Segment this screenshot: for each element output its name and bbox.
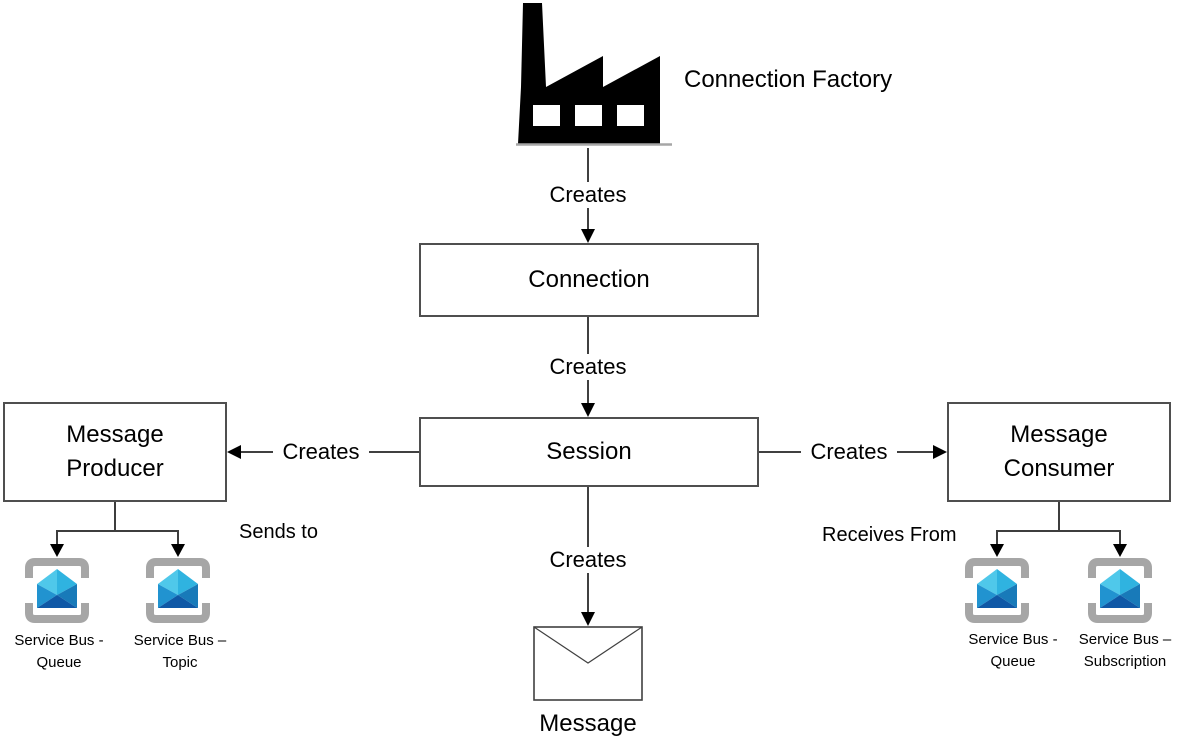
connection-factory-label: Connection Factory — [684, 66, 893, 93]
consumer-queue-label-line2: Queue — [990, 653, 1036, 670]
sb-face-bottom — [1100, 595, 1140, 608]
producer-queue-label-line1: Service Bus - — [14, 632, 104, 649]
arrowhead-connection-to-session — [581, 403, 595, 417]
session-box-label: Session — [546, 438, 632, 465]
sb-face-mid-left — [1100, 584, 1120, 608]
consumer-subscription-label-line1: Service Bus – — [1078, 631, 1172, 648]
message-label: Message — [539, 710, 637, 737]
service-bus-topic-icon — [146, 558, 210, 623]
sb-face-top-left — [158, 569, 178, 595]
creates-label-consumer: Creates — [801, 439, 897, 465]
consumer-queue-label-line1: Service Bus - — [968, 631, 1058, 648]
arrowhead-session-to-consumer — [933, 445, 947, 459]
connection-box-label: Connection — [528, 266, 650, 293]
sb-face-bottom — [977, 595, 1017, 608]
producer-topic-label: Service Bus – Topic — [125, 630, 235, 674]
bracket-bottom — [1088, 603, 1152, 623]
sb-face-mid-right — [178, 584, 198, 608]
message-consumer-box: Message Consumer — [947, 402, 1171, 502]
receives-from-label: Receives From — [822, 524, 957, 546]
message-producer-label: Message Producer — [66, 421, 164, 482]
factory-window — [533, 105, 560, 126]
bracket-top — [25, 558, 89, 578]
consumer-subscription-label: Service Bus – Subscription — [1063, 629, 1181, 673]
producer-queue-label-line2: Queue — [36, 654, 82, 671]
sb-face-top-right — [57, 569, 77, 595]
factory-window — [617, 105, 644, 126]
bracket-bottom — [25, 603, 89, 623]
arrowhead-factory-to-connection — [581, 229, 595, 243]
consumer-queue-label: Service Bus - Queue — [958, 629, 1068, 673]
arrowhead-consumer-queue — [990, 544, 1004, 557]
session-box: Session — [419, 417, 759, 487]
bracket-top — [965, 558, 1029, 578]
arrowhead-session-to-message — [581, 612, 595, 626]
creates-label-producer: Creates — [273, 439, 369, 465]
sb-face-top-right — [997, 569, 1017, 595]
producer-endpoint-connector — [56, 502, 179, 548]
message-producer-box: Message Producer — [3, 402, 227, 502]
arrowhead-consumer-subscription — [1113, 544, 1127, 557]
consumer-endpoint-connector — [996, 502, 1121, 548]
sb-face-mid-right — [57, 584, 77, 608]
producer-queue-label: Service Bus - Queue — [4, 630, 114, 674]
service-bus-queue-icon — [25, 558, 89, 623]
bracket-bottom — [965, 603, 1029, 623]
sb-face-mid-right — [1120, 584, 1140, 608]
producer-topic-label-line2: Topic — [162, 654, 198, 671]
consumer-subscription-label-line2: Subscription — [1083, 653, 1167, 670]
sb-face-mid-left — [158, 584, 178, 608]
envelope-flap — [533, 626, 643, 664]
arrowhead-producer-topic — [171, 544, 185, 557]
sb-face-top-left — [37, 569, 57, 595]
sends-to-label: Sends to — [239, 521, 318, 543]
connection-box: Connection — [419, 243, 759, 317]
producer-topic-label-line1: Service Bus – — [133, 632, 227, 649]
factory-icon — [516, 3, 672, 146]
sb-face-mid-right — [997, 584, 1017, 608]
service-bus-subscription-icon — [1088, 558, 1152, 623]
sb-face-top-left — [977, 569, 997, 595]
sb-face-mid-left — [37, 584, 57, 608]
envelope-icon — [533, 626, 643, 701]
factory-window — [575, 105, 602, 126]
arrowhead-producer-queue — [50, 544, 64, 557]
sb-face-bottom — [158, 595, 198, 608]
bracket-top — [1088, 558, 1152, 578]
creates-label-factory: Creates — [540, 182, 636, 208]
bracket-bottom — [146, 603, 210, 623]
bracket-top — [146, 558, 210, 578]
sb-face-mid-left — [977, 584, 997, 608]
creates-label-connection: Creates — [540, 354, 636, 380]
arrowhead-session-to-producer — [227, 445, 241, 459]
service-bus-queue-icon — [965, 558, 1029, 623]
creates-label-message: Creates — [540, 547, 636, 573]
sb-face-top-left — [1100, 569, 1120, 595]
sb-face-bottom — [37, 595, 77, 608]
sb-face-top-right — [178, 569, 198, 595]
message-consumer-label: Message Consumer — [1003, 421, 1115, 482]
sb-face-top-right — [1120, 569, 1140, 595]
